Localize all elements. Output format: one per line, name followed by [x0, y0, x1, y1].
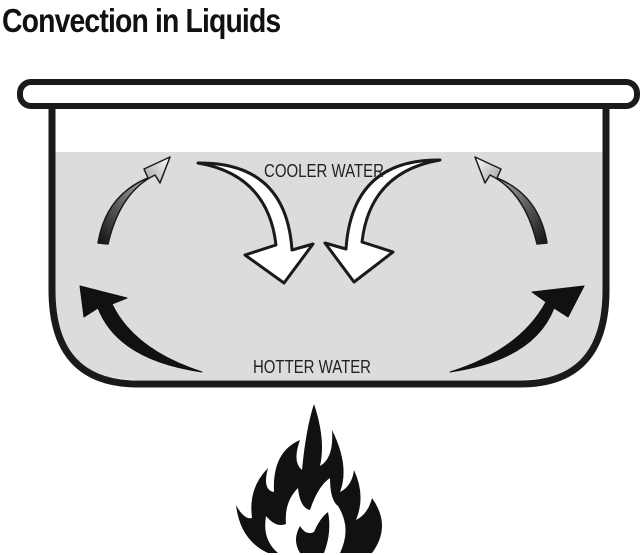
pot-rim: [20, 82, 637, 106]
cooler-water-label: COOLER WATER: [264, 161, 384, 181]
hotter-water-label: HOTTER WATER: [253, 357, 371, 377]
flame-icon: [236, 404, 382, 553]
